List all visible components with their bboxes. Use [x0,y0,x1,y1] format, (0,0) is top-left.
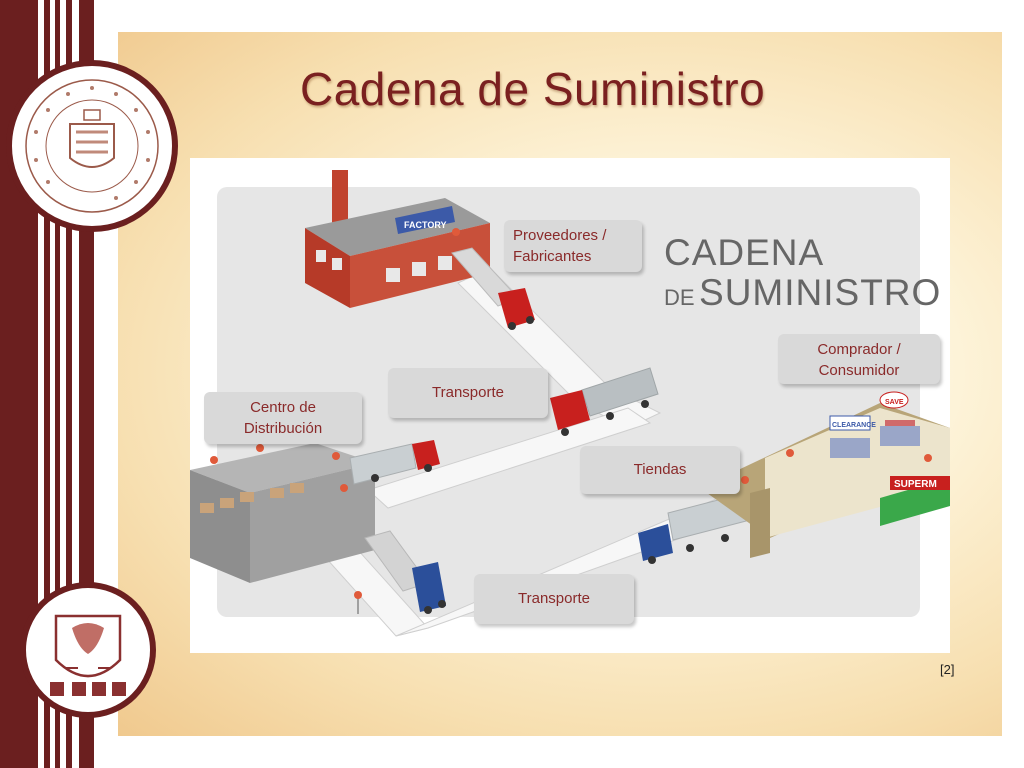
label-transport-upper: Transporte [388,368,548,418]
distribution-center [190,443,375,583]
label-buyer-line1: Comprador / [817,341,901,358]
label-suppliers-line2: Fabricantes [513,248,592,265]
label-suppliers-line1: Proveedores / [513,227,607,244]
citation-reference: [2] [940,662,955,677]
label-distribution-line2: Distribución [243,420,323,437]
truck-lower-left [364,530,446,614]
label-transport-lower: Transporte [474,574,634,624]
label-stores: Tiendas [580,446,740,494]
factory-sign: FACTORY [404,220,447,230]
label-buyer-consumer: Comprador / Consumidor [778,334,940,384]
label-suppliers: Proveedores / Fabricantes [504,220,642,272]
label-transport-lower-text: Transporte [518,590,590,607]
label-transport-upper-text: Transporte [432,384,504,401]
truck-factory [451,247,535,330]
clearance-sign: CLEARANCE [832,422,876,429]
factory: FACTORY [305,170,490,308]
save-sign: SAVE [885,399,904,406]
diagram-heading-line2: DE SUMINISTRO [664,272,941,314]
icea-crest-medallion [20,582,156,718]
truck-distribution [349,440,440,485]
truck-transport-upper [550,367,659,436]
diagram-heading-suministro: SUMINISTRO [699,272,942,313]
supermarket: CLEARANCE SAVE SUPERM [700,391,950,558]
location-pin-icon [354,591,362,614]
label-buyer-line2: Consumidor [818,362,900,379]
slide-title: Cadena de Suministro [300,63,766,115]
left-stripe-3 [66,0,72,768]
market-sign: SUPERM [894,479,937,490]
icea-crest-icon [50,614,126,696]
label-stores-text: Tiendas [633,461,687,478]
diagram-heading-de: DE [664,285,695,310]
diagram-heading-line1: CADENA [664,232,825,273]
left-stripe-2 [55,0,60,768]
university-seal-icon [25,79,159,213]
left-stripe-1 [44,0,50,768]
label-distribution-center: Centro de Distribución [204,392,362,444]
label-distribution-line1: Centro de [250,399,316,416]
university-seal-medallion [6,60,178,232]
